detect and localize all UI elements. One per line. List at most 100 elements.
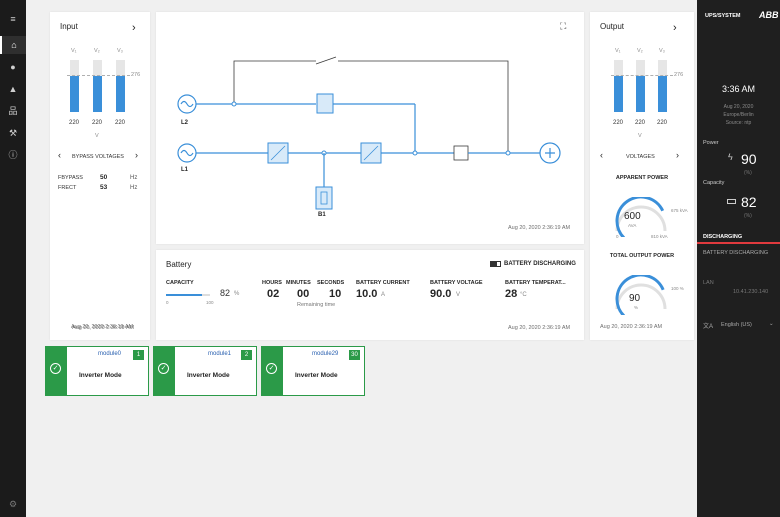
module-name: module29 bbox=[312, 351, 339, 357]
wrench-icon[interactable]: ⚒ bbox=[8, 128, 18, 138]
minutes-label: MINUTES bbox=[286, 280, 311, 286]
input-phase-label: V₂ bbox=[94, 48, 100, 54]
module-name: module0 bbox=[98, 351, 122, 357]
battery-voltage-label: BATTERY VOLTAGE bbox=[430, 280, 483, 286]
apparent-power-title: APPARENT POWER bbox=[615, 175, 669, 181]
discharging-alarm-bar bbox=[697, 242, 780, 244]
output-voltage-value: 220 bbox=[656, 120, 667, 126]
input-next-icon[interactable]: › bbox=[135, 150, 138, 160]
output-voltage-value: 220 bbox=[634, 120, 645, 126]
diagram-timestamp: Aug 20, 2020 2:36:19 AM bbox=[508, 225, 571, 231]
apparent-power-min: 0 bbox=[616, 234, 619, 239]
module-number: 1 bbox=[133, 350, 144, 360]
language-icon[interactable]: 文A bbox=[703, 324, 714, 330]
output-card: Output › V₁ V₂ V₃ 276 220 220 220 V ‹ VO… bbox=[590, 12, 694, 340]
hierarchy-icon[interactable]: 品 bbox=[8, 106, 18, 116]
f-bypass-unit: Hz bbox=[130, 175, 138, 181]
battery-timestamp-left: Aug 20, 2020 2:36:19 AM bbox=[72, 325, 135, 331]
user-icon[interactable]: ▲ bbox=[8, 84, 18, 94]
input-voltage-value: 220 bbox=[114, 120, 125, 126]
single-line-diagram bbox=[177, 56, 561, 210]
total-output-power-title: TOTAL OUTPUT POWER bbox=[609, 253, 675, 259]
seconds-label: SECONDS bbox=[317, 280, 345, 286]
output-timestamp: Aug 20, 2020 2:36:19 AM bbox=[600, 324, 663, 330]
home-icon[interactable]: ⌂ bbox=[0, 36, 26, 54]
remaining-time-label: Remaining time bbox=[297, 302, 336, 308]
check-icon: ✓ bbox=[158, 363, 169, 374]
input-voltage-value: 220 bbox=[68, 120, 79, 126]
output-breaker-icon bbox=[453, 145, 469, 161]
capacity-value: 82 bbox=[741, 194, 757, 210]
module-number: 2 bbox=[241, 350, 252, 360]
gear-icon[interactable]: ⚙ bbox=[8, 499, 18, 509]
l2-wave bbox=[180, 100, 194, 108]
total-output-power-gauge bbox=[615, 275, 667, 315]
battery-current-label: BATTERY CURRENT bbox=[356, 280, 410, 286]
capacity-unit: % bbox=[234, 291, 240, 297]
output-voltage-bar bbox=[614, 60, 623, 112]
input-voltage-value: 220 bbox=[91, 120, 102, 126]
apparent-power-mark: 675 kVA bbox=[671, 208, 688, 213]
battery-timestamp-right: Aug 20, 2020 2:36:19 AM bbox=[508, 325, 571, 331]
discharging-status: DISCHARGING bbox=[703, 234, 743, 240]
lan-label: LAN bbox=[703, 280, 714, 286]
battery-card: Battery BATTERY DISCHARGING CAPACITY 82 … bbox=[156, 250, 584, 340]
check-icon: ✓ bbox=[266, 363, 277, 374]
module-mode: Inverter Mode bbox=[295, 372, 338, 379]
battery-icon bbox=[315, 186, 333, 210]
module-card-module1[interactable]: ✓ module1 2 Inverter Mode bbox=[153, 346, 257, 396]
minutes-value: 00 bbox=[297, 288, 310, 300]
capacity-label: Capacity bbox=[703, 180, 725, 186]
output-prev-icon[interactable]: ‹ bbox=[600, 150, 603, 160]
module-mode: Inverter Mode bbox=[187, 372, 230, 379]
hours-label: HOURS bbox=[262, 280, 282, 286]
clock-date: Aug 20, 2020 bbox=[723, 104, 754, 110]
capacity-value: 82 bbox=[220, 288, 231, 298]
left-nav: ≡ ⌂ ● ▲ 品 ⚒ ⓘ ⚙ bbox=[0, 0, 26, 517]
language-select[interactable]: English (US) bbox=[721, 322, 752, 328]
module-card-module0[interactable]: ✓ module0 1 Inverter Mode bbox=[45, 346, 149, 396]
capacity-label: CAPACITY bbox=[166, 280, 194, 286]
output-voltage-bar bbox=[636, 60, 645, 112]
bypass-voltages-label: BYPASS VOLTAGES bbox=[72, 154, 124, 160]
module-mode: Inverter Mode bbox=[79, 372, 122, 379]
bell-icon[interactable]: ● bbox=[10, 62, 16, 72]
input-timestamp: Aug 20, 2020 2:36:19 AM bbox=[71, 324, 134, 330]
abb-logo: ABB bbox=[759, 10, 779, 20]
output-title: Output bbox=[600, 22, 625, 31]
output-limit-line bbox=[611, 75, 673, 76]
input-phase-label: V₁ bbox=[71, 48, 77, 54]
module-number: 30 bbox=[349, 350, 360, 360]
clock-time: 3:36 AM bbox=[721, 84, 756, 94]
single-line-diagram-card: ⛶ bbox=[156, 12, 584, 244]
output-chevron-right-icon[interactable]: › bbox=[673, 22, 677, 34]
menu-icon[interactable]: ≡ bbox=[10, 14, 16, 24]
input-prev-icon[interactable]: ‹ bbox=[58, 150, 61, 160]
battery-status-icon bbox=[490, 261, 501, 267]
total-output-power-mark: 100 % bbox=[671, 286, 684, 291]
chevron-down-icon[interactable]: ⌄ bbox=[769, 321, 774, 327]
output-limit-mark: 276 bbox=[674, 72, 684, 78]
fullscreen-icon[interactable]: ⛶ bbox=[560, 21, 567, 31]
hours-value: 02 bbox=[267, 288, 280, 300]
total-output-power-unit: % bbox=[634, 305, 639, 310]
output-next-icon[interactable]: › bbox=[676, 150, 679, 160]
panel-header: UPS/SYSTEM bbox=[705, 13, 741, 19]
info-icon[interactable]: ⓘ bbox=[8, 150, 18, 160]
apparent-power-unit: AVA bbox=[628, 223, 637, 228]
input-title: Input bbox=[60, 22, 78, 31]
module-card-module29[interactable]: ✓ module29 30 Inverter Mode bbox=[261, 346, 365, 396]
input-chevron-right-icon[interactable]: › bbox=[132, 22, 136, 34]
capacity-unit: (%) bbox=[744, 213, 752, 219]
total-output-power-gauge-fill bbox=[615, 275, 665, 315]
total-output-power-value: 90 bbox=[629, 293, 641, 304]
right-status-panel: UPS/SYSTEM ABB 3:36 AM Aug 20, 2020 Euro… bbox=[697, 0, 780, 517]
lan-value: 10.41.230.140 bbox=[733, 289, 769, 295]
input-limit-mark: 276 bbox=[131, 72, 141, 78]
input-voltage-unit: V bbox=[95, 133, 99, 139]
discharging-detail: BATTERY DISCHARGING bbox=[703, 250, 769, 256]
battery-current-unit: A bbox=[381, 292, 386, 298]
apparent-power-max: 810 kVA bbox=[651, 234, 668, 239]
input-voltage-bar bbox=[70, 60, 79, 112]
input-phase-label: V₃ bbox=[117, 48, 123, 54]
